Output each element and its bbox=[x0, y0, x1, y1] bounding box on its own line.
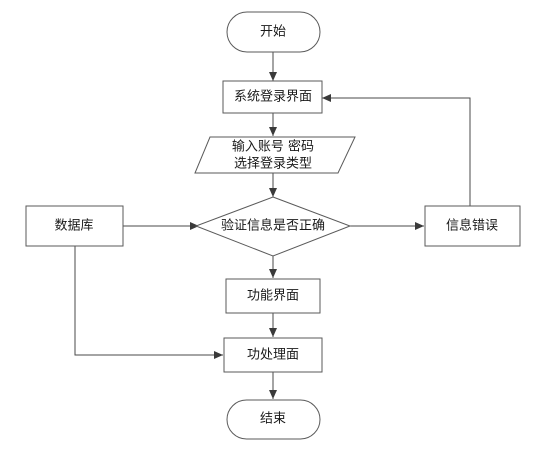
edge-error-to-login bbox=[322, 94, 471, 206]
database-node: 数据库 bbox=[25, 205, 124, 247]
input-label-line1: 输入账号 密码 bbox=[232, 139, 314, 155]
error-node: 信息错误 bbox=[424, 205, 521, 247]
start-node: 开始 bbox=[226, 11, 321, 53]
validate-label: 验证信息是否正确 bbox=[221, 218, 325, 234]
processing-node: 功处理面 bbox=[223, 337, 323, 373]
input-node: 输入账号 密码 选择登录类型 bbox=[194, 136, 356, 174]
login-screen-node: 系统登录界面 bbox=[222, 80, 323, 114]
login-screen-label: 系统登录界面 bbox=[234, 90, 312, 105]
input-label-line2: 选择登录类型 bbox=[234, 157, 312, 172]
error-label: 信息错误 bbox=[446, 218, 498, 234]
edge-database-to-processing bbox=[74, 246, 223, 359]
end-node: 结束 bbox=[226, 399, 321, 440]
edges bbox=[74, 52, 471, 399]
function-screen-label: 功能界面 bbox=[247, 289, 299, 304]
validate-decision-node: 验证信息是否正确 bbox=[194, 196, 352, 257]
end-label: 结束 bbox=[260, 412, 286, 427]
function-screen-node: 功能界面 bbox=[225, 278, 321, 314]
start-label: 开始 bbox=[260, 25, 286, 40]
processing-label: 功处理面 bbox=[247, 348, 299, 363]
database-label: 数据库 bbox=[54, 218, 93, 234]
